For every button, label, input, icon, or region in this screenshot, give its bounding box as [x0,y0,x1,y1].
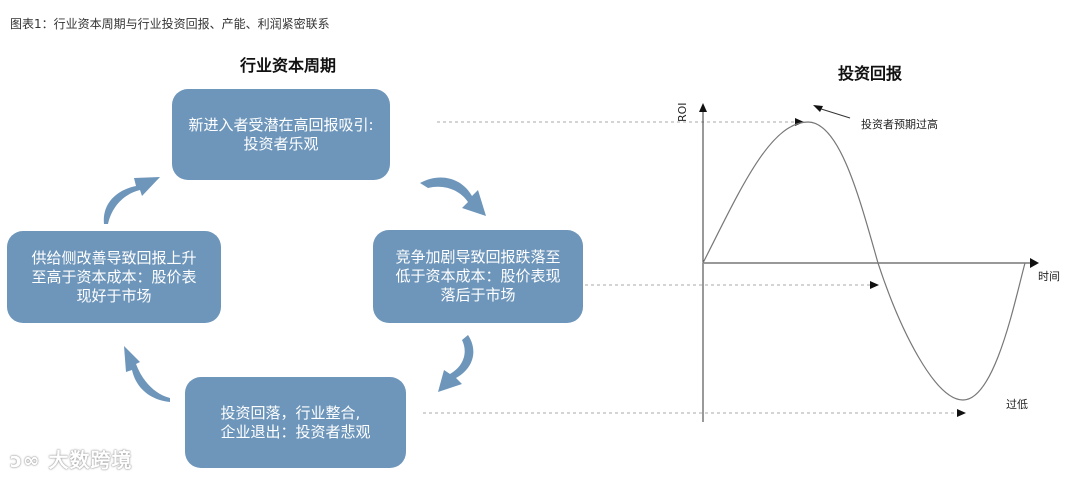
cycle-box-competition: 竞争加剧导致回报跌落至 低于资本成本：股价表现 落后于市场 [373,230,583,323]
box-text-line: 投资回落，行业整合, [220,403,361,422]
x-axis-arrow-icon [1030,258,1039,268]
annotation-arrow-icon [813,105,823,112]
figure-caption: 图表1：行业资本周期与行业投资回报、产能、利润紧密联系 [10,17,330,31]
x-axis-label: 时间 [1038,270,1060,283]
cycle-box-pessimism: 投资回落，行业整合, 企业退出：投资者悲观 [185,377,406,468]
roi-curve [702,121,1026,401]
right-panel-title: 投资回报 [838,64,903,83]
curved-arrow-icon [438,335,474,392]
annotation-pointer [817,107,851,119]
box-text-line: 低于资本成本：股价表现 [395,267,561,285]
y-axis-label: ROI [676,102,689,122]
box-text-line: 新进入者受潜在高回报吸引: [188,115,374,134]
curved-arrow-icon [124,346,170,402]
box-text-line: 落后于市场 [440,286,516,304]
annotation-high: 投资者预期过高 [861,118,938,131]
cycle-box-recovery: 供给侧改善导致回报上升 至高于资本成本：股价表 现好于市场 [7,231,221,323]
box-text-line: 投资者乐观 [243,134,319,153]
curved-arrow-icon [103,177,160,224]
curved-arrow-icon [420,177,486,216]
box-text-line: 供给侧改善导致回报上升 [31,248,197,267]
annotation-low: 过低 [1006,398,1028,411]
left-panel-title: 行业资本周期 [240,56,337,75]
cycle-box-optimism: 新进入者受潜在高回报吸引: 投资者乐观 [172,89,390,180]
watermark: ↄ∞ 大数跨境 [10,444,132,473]
box-text-line: 现好于市场 [76,286,152,305]
box-text-line: 至高于资本成本：股价表 [31,267,197,286]
box-text-line: 企业退出：投资者悲观 [220,422,371,441]
cycle-arrows [103,177,486,402]
watermark-logo-icon: ↄ∞ [10,448,49,472]
watermark-text: 大数跨境 [48,448,133,472]
box-text-line: 竞争加剧导致回报跌落至 [395,248,561,266]
